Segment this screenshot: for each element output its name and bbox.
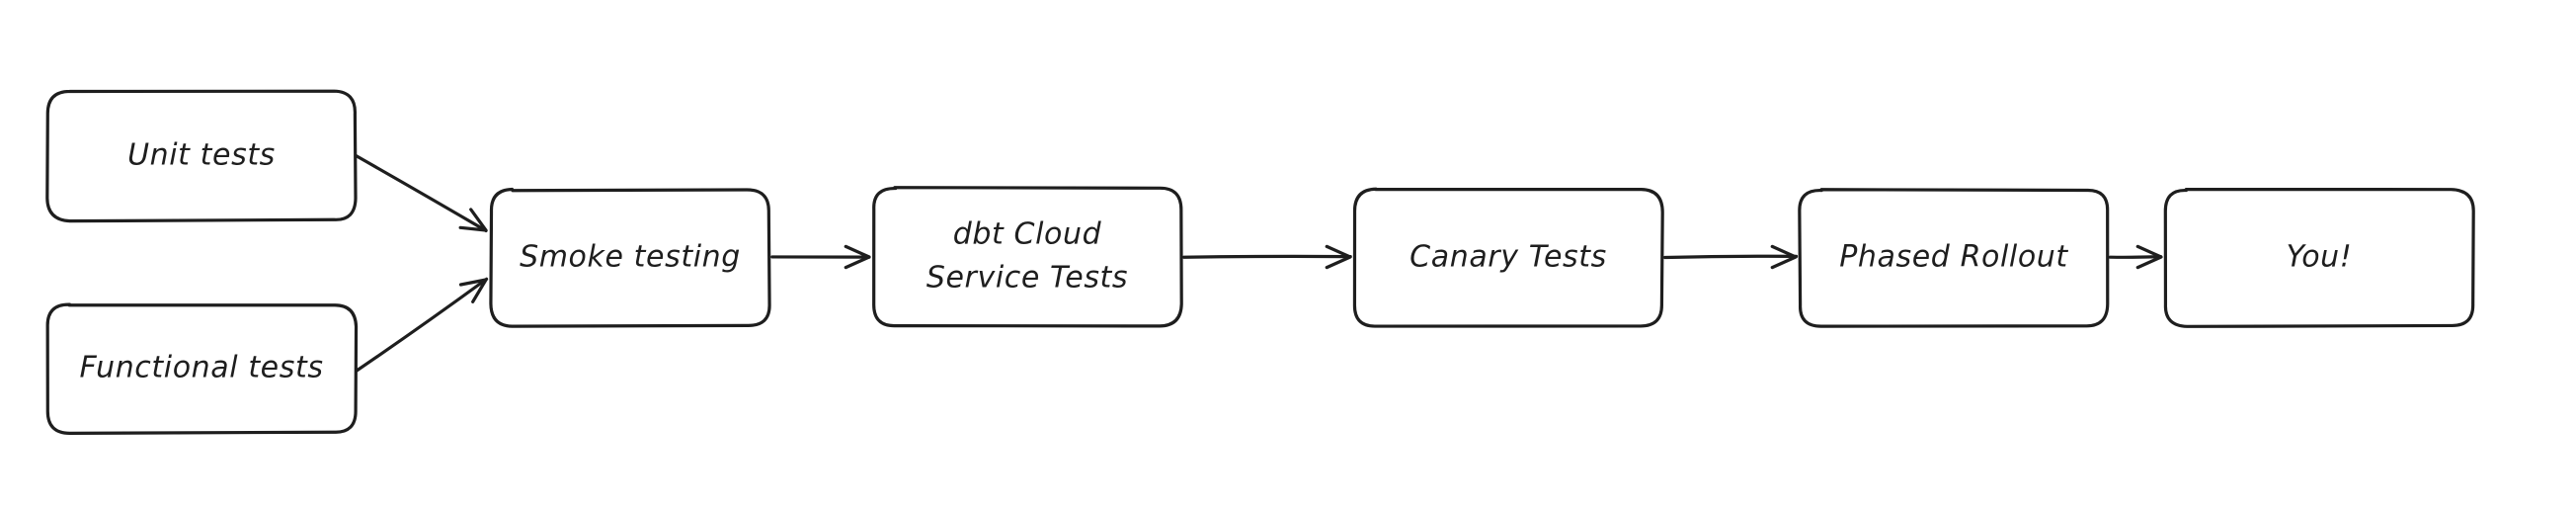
arrowhead-icon [458, 278, 488, 303]
node-box-phased-rollout[interactable] [1798, 188, 2110, 328]
node-smoke-testing[interactable]: Smoke testing [489, 187, 771, 328]
arrowhead-icon [458, 208, 488, 232]
edge-shaft [2108, 254, 2163, 259]
edge-phased-to-you [2108, 244, 2163, 270]
node-label-phased-rollout: Phased Rollout [1839, 240, 2068, 275]
arrowhead-icon [1325, 244, 1352, 270]
node-box-dbt-cloud-service-tests[interactable] [872, 186, 1183, 328]
node-unit-tests[interactable]: Unit tests [45, 89, 358, 223]
edge-shaft [353, 153, 488, 233]
node-label-canary-tests: Canary Tests [1409, 240, 1607, 275]
node-box-unit-tests[interactable] [45, 89, 358, 223]
edge-shaft [1182, 254, 1352, 259]
node-label-functional-tests: Functional tests [79, 351, 323, 385]
edge-unit-to-smoke [353, 153, 488, 233]
node-box-smoke-testing[interactable] [489, 187, 771, 328]
edge-shaft [353, 277, 489, 374]
edge-shaft [1663, 254, 1799, 260]
node-label-you: You! [2287, 240, 2353, 275]
node-label-smoke-testing: Smoke testing [520, 240, 741, 275]
node-functional-tests[interactable]: Functional tests [45, 302, 359, 435]
edge-dbt-to-canary [1182, 244, 1352, 270]
edge-functional-to-smoke [353, 277, 489, 374]
node-label-dbt-cloud-service-tests-line2: Service Tests [926, 261, 1128, 296]
node-box-canary-tests[interactable] [1352, 187, 1664, 328]
edge-canary-to-phased [1663, 244, 1799, 270]
edges-layer [353, 153, 2163, 374]
node-you[interactable]: You! [2163, 188, 2475, 328]
node-box-functional-tests[interactable] [45, 302, 359, 435]
edge-smoke-to-dbt [770, 244, 871, 270]
node-label-dbt-cloud-service-tests-line1: dbt Cloud [953, 217, 1102, 252]
node-label-unit-tests: Unit tests [127, 138, 276, 173]
arrowhead-icon [2135, 244, 2163, 270]
node-phased-rollout[interactable]: Phased Rollout [1798, 188, 2110, 328]
arrowhead-icon [844, 244, 871, 270]
node-box-you[interactable] [2163, 188, 2475, 328]
arrowhead-icon [1770, 244, 1798, 270]
node-canary-tests[interactable]: Canary Tests [1352, 187, 1664, 328]
